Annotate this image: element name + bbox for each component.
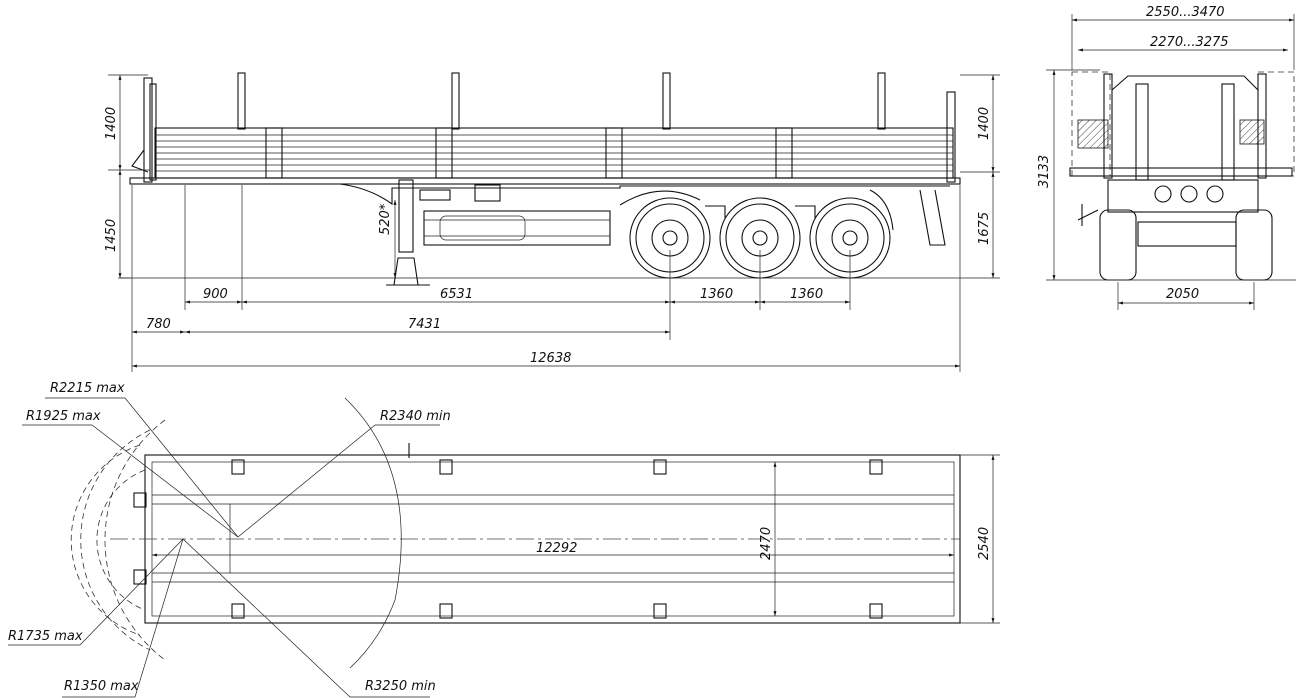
dim-coupling-height: 1675 [977, 212, 992, 245]
plan-view: R2215 max R1925 max R2340 min R1735 max … [8, 381, 1000, 698]
radius-1735: R1735 max [8, 629, 83, 644]
dim-plan-outer-width: 2540 [977, 527, 992, 560]
radius-2340: R2340 min [380, 409, 451, 424]
dim-780: 780 [146, 317, 171, 332]
dim-7431: 7431 [408, 317, 441, 332]
dim-platform-length: 12292 [536, 541, 577, 556]
radius-2215: R2215 max [50, 381, 125, 396]
rear-view: 2550...3470 2270...3275 3133 2050 [1037, 5, 1296, 310]
dim-overall-width: 2550...3470 [1146, 5, 1225, 20]
dim-platform-height: 1450 [104, 219, 119, 252]
radius-3250: R3250 min [365, 679, 436, 694]
dim-inner-width: 2270...3275 [1150, 35, 1229, 50]
dim-900: 900 [203, 287, 228, 302]
dim-stake-height-right: 1400 [977, 107, 992, 140]
dim-overall-length: 12638 [530, 351, 571, 366]
dim-stake-height-left: 1400 [104, 107, 119, 140]
dim-6531: 6531 [440, 287, 473, 302]
dim-plan-inner-width: 2470 [759, 527, 774, 560]
dim-axle-1: 1360 [700, 287, 733, 302]
dim-overall-height: 3133 [1037, 155, 1052, 188]
dim-track: 2050 [1166, 287, 1199, 302]
dim-axle-2: 1360 [790, 287, 823, 302]
radius-1925: R1925 max [26, 409, 101, 424]
radius-1350: R1350 max [64, 679, 139, 694]
side-view: 1400 1450 1400 1675 520* 900 6531 1360 1… [104, 72, 1000, 372]
dim-leg-offset: 520* [378, 203, 393, 235]
